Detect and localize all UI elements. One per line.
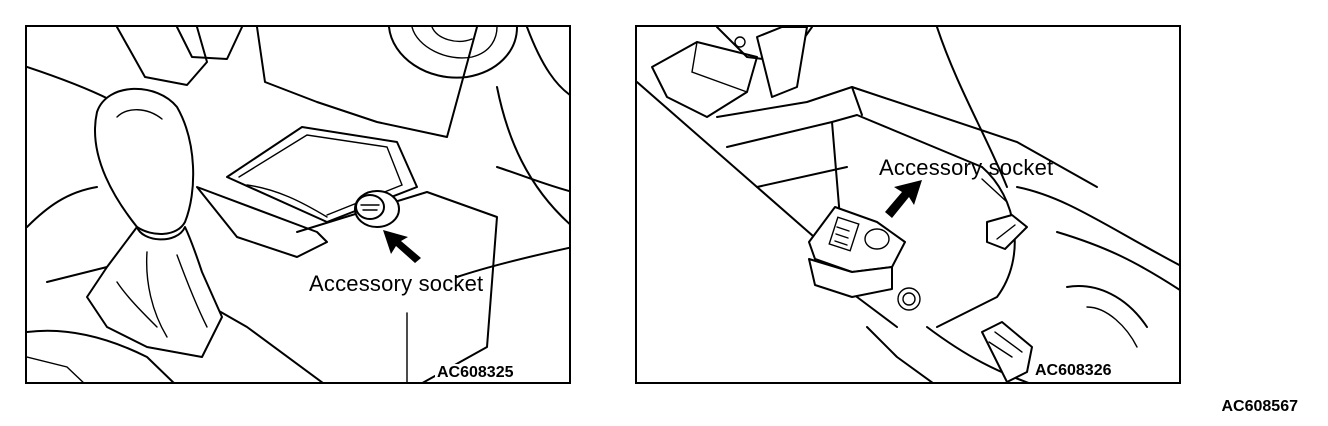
accessory-socket-label: Accessory socket [879, 155, 1054, 180]
callout-arrow [885, 180, 922, 218]
left-illustration-panel: Accessory socket AC608325 [25, 25, 571, 384]
dash-vent-outline [116, 27, 208, 86]
callout-leader-line [981, 178, 1008, 203]
lower-vent [981, 321, 1033, 382]
gear-shift-console-illustration [27, 27, 569, 382]
figure-code: AC608325 [435, 364, 516, 382]
callout-arrow [383, 230, 421, 263]
socket-cap [355, 194, 385, 220]
dial-outline [388, 27, 518, 79]
center-stack-outline [256, 27, 478, 138]
shift-knob [94, 87, 195, 235]
right-illustration-panel: Accessory socket AC608326 [635, 25, 1181, 384]
socket-housing [808, 206, 906, 273]
figure-code: AC608326 [1033, 362, 1114, 380]
armrest-block [651, 41, 758, 118]
page-figure-code: AC608567 [1221, 398, 1299, 415]
accessory-socket-label: Accessory socket [309, 271, 484, 296]
center-console-box-illustration [637, 27, 1179, 382]
console-tray [226, 126, 418, 223]
shift-boot [86, 226, 223, 358]
